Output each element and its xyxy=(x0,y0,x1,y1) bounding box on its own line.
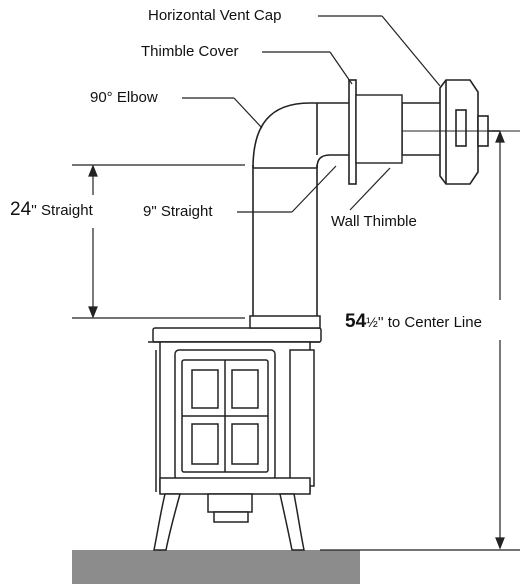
vent-cap xyxy=(439,79,500,185)
label-24-straight: 24'' Straight xyxy=(10,200,93,219)
dimension-54 xyxy=(320,130,520,551)
label-center-line: 54½'' to Center Line xyxy=(345,312,482,331)
label-horizontal-vent-cap: Horizontal Vent Cap xyxy=(148,7,282,24)
leader-lines xyxy=(182,15,441,213)
label-54-rest: '' to Center Line xyxy=(377,314,482,331)
wall-thimble xyxy=(355,94,403,164)
label-54-number: 54 xyxy=(345,311,367,332)
label-54-fraction: ½ xyxy=(366,314,378,330)
dimension-24 xyxy=(72,164,245,319)
label-thimble-cover: Thimble Cover xyxy=(141,43,239,60)
label-24-number: 24 xyxy=(10,199,32,220)
label-wall-thimble: Wall Thimble xyxy=(331,213,417,230)
label-24-rest: '' Straight xyxy=(31,202,93,219)
elbow-90 xyxy=(252,102,350,169)
floor-hearth xyxy=(72,550,360,584)
thimble-cover-plate xyxy=(348,79,357,185)
label-90-elbow: 90° Elbow xyxy=(90,89,158,106)
stove xyxy=(148,315,322,551)
vertical-pipe xyxy=(252,165,318,322)
label-9-straight: 9" Straight xyxy=(143,203,213,220)
